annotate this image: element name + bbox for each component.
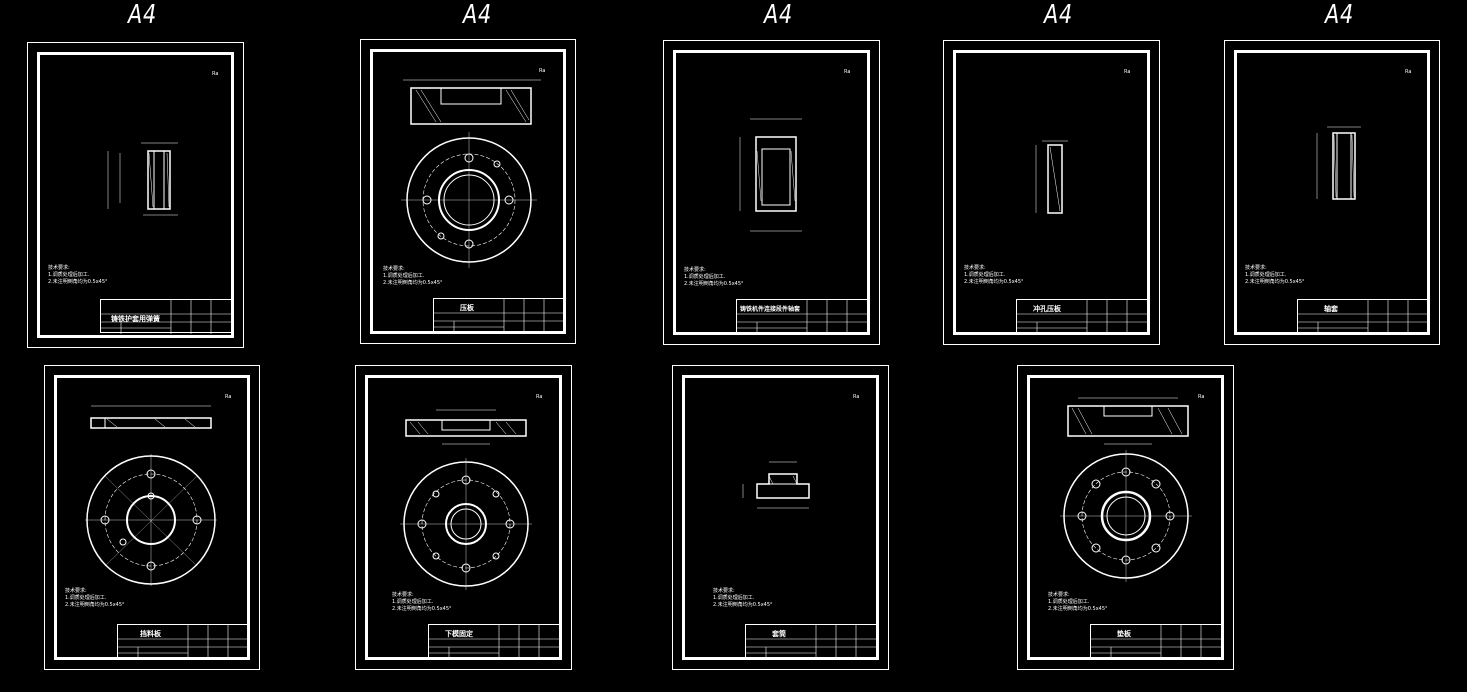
- drawing-sheet-1[interactable]: Ra 技术要求: 1.调质处理后加工. 2.未注明倒角均为0.5x45° 铸铁护…: [27, 42, 244, 348]
- size-label-2: A4: [463, 0, 493, 30]
- size-label-1: A4: [128, 0, 158, 30]
- sheet-border: [682, 375, 879, 660]
- sheet-border: [370, 49, 566, 334]
- title-block: 挡料板: [117, 624, 250, 659]
- svg-text:Ra: Ra: [536, 394, 542, 400]
- title-block: 铸铁机件连接段件轴套: [736, 299, 869, 334]
- drawing-sheet-4[interactable]: Ra 技术要求: 1.调质处理后加工. 2.未注明倒角均为0.5x45° 冲孔压…: [943, 40, 1160, 345]
- size-label-5: A4: [1325, 0, 1355, 30]
- drawing-sheet-9[interactable]: Ra 技术要求: 1.调质处理后加工. 2.未注明倒角均为0.5x45°: [1017, 365, 1234, 670]
- svg-text:Ra: Ra: [1198, 394, 1204, 400]
- title-block: 铸铁护套用弹簧: [100, 299, 233, 334]
- tech-notes: 技术要求: 1.调质处理后加工. 2.未注明倒角均为0.5x45°: [65, 588, 125, 608]
- sheet-border: [54, 375, 250, 660]
- size-label-3: A4: [764, 0, 794, 30]
- sheet-border: [673, 50, 870, 335]
- tech-notes: 技术要求: 1.调质处理后加工. 2.未注明倒角均为0.5x45°: [1245, 265, 1305, 285]
- part-drawing: Ra: [107, 71, 218, 216]
- drawing-title: 铸铁机件连接段件轴套: [740, 306, 801, 313]
- title-block: 下模固定: [428, 624, 561, 659]
- drawing-title: 下模固定: [445, 630, 473, 638]
- part-drawing: Ra: [401, 68, 545, 268]
- part-drawing: Ra: [742, 394, 859, 509]
- tech-notes: 技术要求: 1.调质处理后加工. 2.未注明倒角均为0.5x45°: [392, 592, 452, 612]
- svg-text:Ra: Ra: [539, 68, 545, 74]
- tech-notes: 技术要求: 1.调质处理后加工. 2.未注明倒角均为0.5x45°: [383, 266, 443, 286]
- drawing-title: 冲孔压板: [1033, 305, 1061, 313]
- svg-text:Ra: Ra: [212, 71, 218, 77]
- title-block: 套筒: [745, 624, 878, 659]
- svg-text:Ra: Ra: [1405, 69, 1411, 75]
- drawing-sheet-7[interactable]: Ra 技术要求: 1.调质处理后加工. 2.未注明倒角均为0.5x45°: [355, 365, 572, 670]
- drawing-title: 套筒: [772, 630, 786, 638]
- drawing-title: 压板: [460, 304, 474, 312]
- svg-text:Ra: Ra: [1124, 69, 1130, 75]
- sheet-border: [1027, 375, 1224, 660]
- svg-text:Ra: Ra: [844, 69, 850, 75]
- sheet-border: [953, 50, 1150, 335]
- svg-text:Ra: Ra: [225, 394, 231, 400]
- drawing-sheet-3[interactable]: Ra 技术要求: 1.调质处理后加工. 2.未注明倒角均为0.5x45° 铸铁机…: [663, 40, 880, 345]
- title-block: 冲孔压板: [1016, 299, 1149, 334]
- part-drawing: Ra: [85, 394, 231, 586]
- title-block: 压板: [433, 298, 566, 333]
- title-block: 轴套: [1297, 299, 1430, 334]
- drawing-sheet-5[interactable]: Ra 技术要求: 1.调质处理后加工. 2.未注明倒角均为0.5x45° 轴套: [1224, 40, 1440, 345]
- tech-notes: 技术要求: 1.调质处理后加工. 2.未注明倒角均为0.5x45°: [713, 588, 773, 608]
- tech-notes: 技术要求: 1.调质处理后加工. 2.未注明倒角均为0.5x45°: [684, 267, 744, 287]
- part-drawing: Ra: [400, 394, 542, 590]
- drawing-title: 垫板: [1117, 630, 1131, 638]
- drawing-title: 挡料板: [140, 630, 161, 638]
- part-drawing: Ra: [1035, 69, 1130, 214]
- sheet-border: [365, 375, 562, 660]
- drawing-sheet-6[interactable]: Ra 技术要求: 1.调质处理后加工. 2.未注明倒角均为0.5x45°: [44, 365, 260, 670]
- part-drawing: Ra: [739, 69, 850, 232]
- title-block: 垫板: [1090, 624, 1223, 659]
- drawing-sheet-8[interactable]: Ra 技术要求: 1.调质处理后加工. 2.未注明倒角均为0.5x45° 套筒: [672, 365, 889, 670]
- tech-notes: 技术要求: 1.调质处理后加工. 2.未注明倒角均为0.5x45°: [48, 265, 108, 285]
- tech-notes: 技术要求: 1.调质处理后加工. 2.未注明倒角均为0.5x45°: [1048, 592, 1108, 612]
- tech-notes: 技术要求: 1.调质处理后加工. 2.未注明倒角均为0.5x45°: [964, 265, 1024, 285]
- sheet-border: [1234, 50, 1430, 335]
- part-drawing: Ra: [1060, 394, 1204, 582]
- size-label-4: A4: [1044, 0, 1074, 30]
- drawing-title: 轴套: [1324, 305, 1338, 313]
- drawing-sheet-2[interactable]: Ra 技术要求: 1.调质处理后加工. 2.未注明倒角均为0.5x45° 压板: [360, 39, 576, 344]
- part-drawing: Ra: [1316, 69, 1411, 200]
- sheet-border: [37, 52, 234, 338]
- drawing-title: 铸铁护套用弹簧: [111, 315, 160, 323]
- svg-text:Ra: Ra: [853, 394, 859, 400]
